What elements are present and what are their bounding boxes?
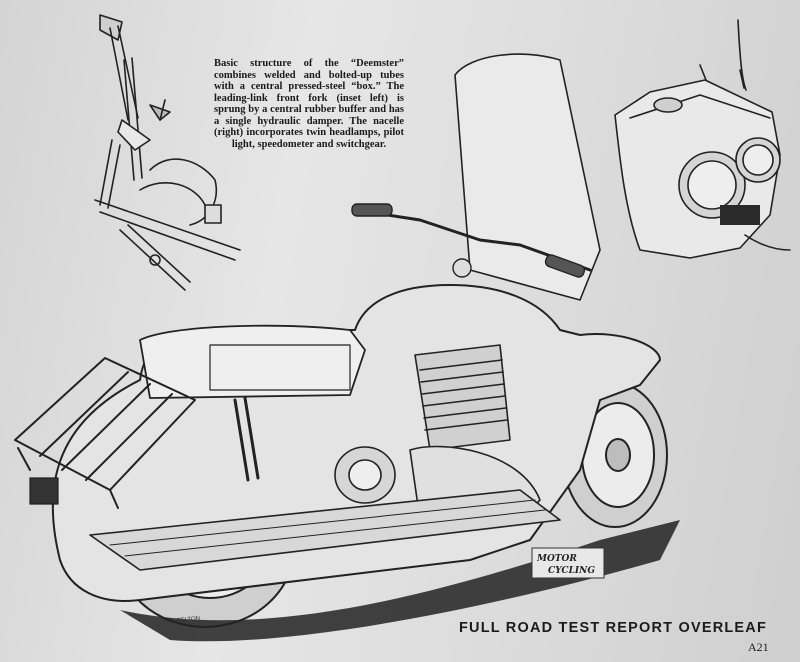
seat <box>139 324 366 399</box>
rear-lamp <box>29 477 59 505</box>
svg-text:CYCLING: CYCLING <box>548 566 595 576</box>
ground-shadow <box>120 520 680 642</box>
page-number: A21 <box>748 640 769 654</box>
front-fork-inset <box>94 14 241 291</box>
illustration-caption: Basic structure of the “Deemster” combin… <box>214 58 404 150</box>
handlebars <box>351 203 592 278</box>
svg-text:MOTOR: MOTOR <box>536 554 577 564</box>
rear-shock <box>233 396 260 482</box>
road-test-teaser: FULL ROAD TEST REPORT OVERLEAF <box>459 620 768 636</box>
nacelle-inset <box>614 19 791 259</box>
motor-cycling-logo: MOTOR CYCLING <box>531 547 605 579</box>
windscreen <box>454 53 601 301</box>
luggage-rack <box>14 357 196 509</box>
